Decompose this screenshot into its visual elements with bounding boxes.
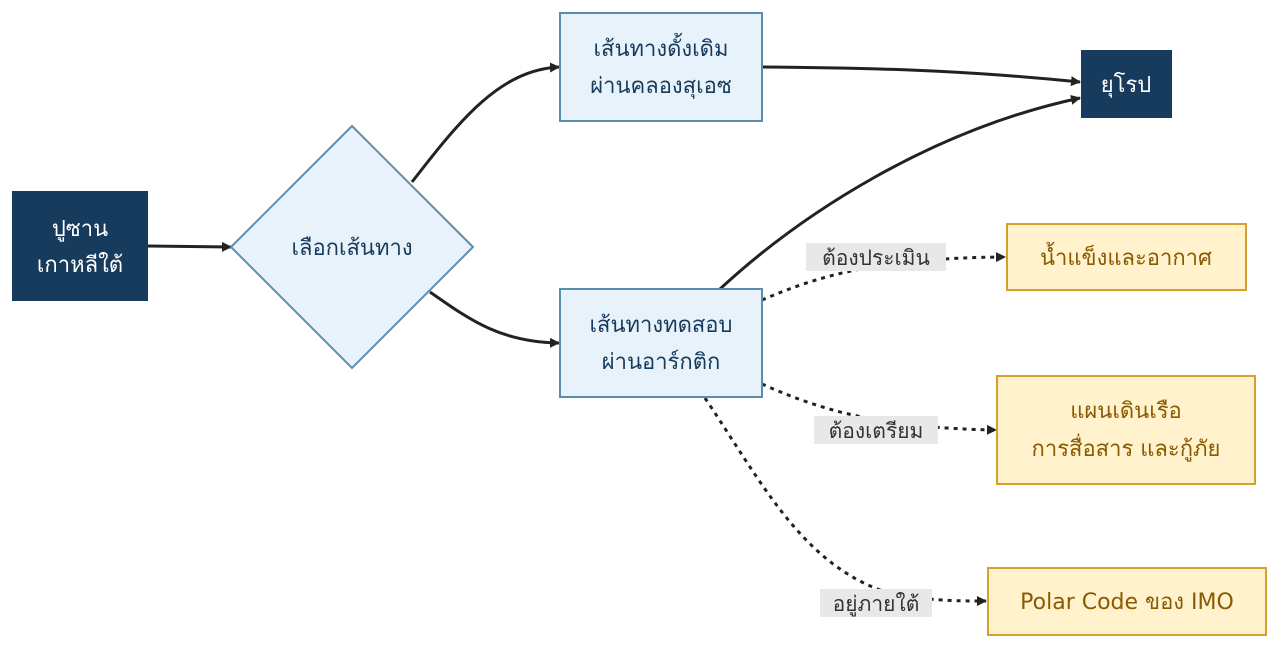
node-arctic: เส้นทางทดสอบ ผ่านอาร์กติก xyxy=(559,288,763,398)
node-plans-line-1: แผนเดินเรือ xyxy=(1070,399,1182,424)
edge-label-under-text: อยู่ภายใต้ xyxy=(833,592,920,617)
node-polar: Polar Code ของ IMO xyxy=(987,567,1267,636)
node-ice-label: น้ำแข็งและอากาศ xyxy=(1040,242,1212,271)
edge-label-prepare-text: ต้องเตรียม xyxy=(829,419,924,443)
edge-label-assess-text: ต้องประเมิน xyxy=(822,246,930,270)
node-suez-line-2: ผ่านคลองสุเอซ xyxy=(590,74,732,99)
node-plans-line-2: การสื่อสาร และกู้ภัย xyxy=(1032,433,1221,462)
node-busan: ปูซาน เกาหลีใต้ xyxy=(12,191,148,301)
node-europe-label: ยุโรป xyxy=(1101,72,1152,98)
edge-suez-europe xyxy=(761,65,1081,87)
node-busan-line-1: ปูซาน xyxy=(52,217,108,242)
node-ice: น้ำแข็งและอากาศ xyxy=(1006,223,1247,291)
node-arctic-line-2: ผ่านอาร์กติก xyxy=(602,350,721,375)
node-choose-label: เลือกเส้นทาง xyxy=(291,236,412,261)
node-plans: แผนเดินเรือ การสื่อสาร และกู้ภัย xyxy=(996,375,1256,485)
edge-label-under: อยู่ภายใต้ xyxy=(820,589,932,617)
edge-busan-choose xyxy=(147,241,232,252)
node-arctic-line-1: เส้นทางทดสอบ xyxy=(590,313,733,338)
edge-label-prepare: ต้องเตรียม xyxy=(814,416,938,444)
edge-arctic-polar xyxy=(703,397,987,606)
node-suez-line-1: เส้นทางดั้งเดิม xyxy=(594,33,729,62)
node-busan-line-2: เกาหลีใต้ xyxy=(37,252,123,278)
edge-choose-suez xyxy=(410,62,560,183)
node-choose: เลือกเส้นทาง xyxy=(229,124,475,370)
edge-arctic-europe xyxy=(718,94,1081,291)
node-polar-label: Polar Code ของ IMO xyxy=(1020,590,1234,615)
edge-choose-arctic xyxy=(429,290,560,348)
node-suez: เส้นทางดั้งเดิม ผ่านคลองสุเอซ xyxy=(559,12,763,122)
edge-label-assess: ต้องประเมิน xyxy=(806,243,946,271)
node-europe: ยุโรป xyxy=(1081,50,1172,118)
edges xyxy=(147,62,1081,348)
